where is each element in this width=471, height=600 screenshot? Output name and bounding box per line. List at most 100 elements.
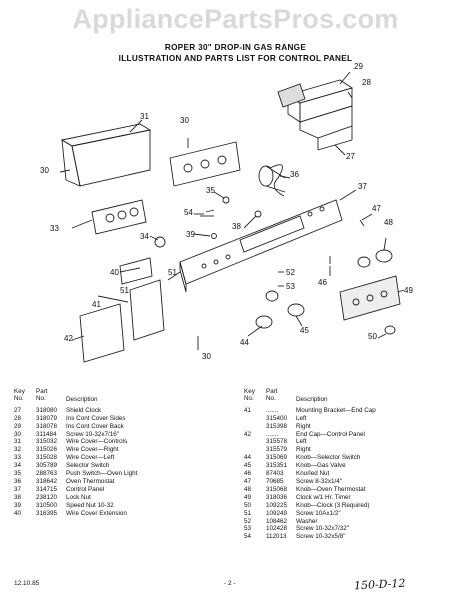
parts-cell-desc: Oven Thermostat [66,477,115,485]
wire-cover-left [91,199,147,235]
parts-cell-key: 51 [244,509,252,517]
parts-cell-part: 87403 [266,470,284,478]
parts-cell-desc: Shield Clock [66,406,101,414]
parts-cell-key: 35 [14,470,22,478]
parts-cell-desc: Knob—Oven Thermostat [296,485,366,493]
selector-switch-34 [154,236,166,248]
parts-cell-key: 45 [244,462,252,470]
parts-cell-part: 318036 [266,493,288,501]
parts-cell-part: 315026 [36,446,58,454]
parts-cell-key: 48 [244,485,252,493]
parts-cell-part: 318079 [36,414,58,422]
parts-cell-key: 42 [244,430,252,438]
parts-cell-key: 54 [244,533,252,541]
parts-cell-desc: Mounting Bracket—End Cap [296,406,376,414]
parts-cell-key: 34 [14,462,22,470]
parts-cell-part: 318642 [36,477,58,485]
parts-cell-key: 27 [14,406,22,414]
parts-cell-key: 39 [14,501,22,509]
parts-cell-key: 29 [14,422,22,430]
parts-cell-desc: Clock w/1 Hr. Timer [296,493,351,501]
parts-cell-part: ....... [266,430,279,438]
parts-cell-key [244,438,266,446]
parts-cell-key: 30 [14,430,22,438]
parts-cell-key: 46 [244,470,252,478]
parts-cell-key: 31 [14,438,22,446]
ins-cont-cover [277,79,354,151]
parts-cell-desc: Screw 10-32x7/16" [66,430,119,438]
parts-cell-desc: End Cap—Control Panel [296,430,365,438]
parts-cell-desc: Knurled Nut [296,470,330,478]
parts-cell-desc: Knob—Clock (3 Required) [296,501,370,509]
knob-selector-44 [255,315,273,329]
parts-cell-part: 315400 [266,414,288,422]
document-title: ROPER 30" DROP-IN GAS RANGE [164,43,307,52]
parts-cell-desc: Control Panel [66,485,105,493]
parts-cell-desc: Right [296,422,311,430]
parts-cell-key: 41 [244,406,252,414]
parts-cell-key: 50 [244,501,252,509]
handwritten-note: 150-D-12 [353,576,406,593]
parts-cell-desc: Knob—Gas Valve [296,462,346,470]
parts-cell-part: 315068 [266,485,288,493]
parts-cell-key [244,446,266,454]
knob-oven-thermostat-48 [375,249,393,263]
parts-cell-key: 49 [244,493,252,501]
parts-table-row: 46 87403 Knurled Nut [244,470,459,478]
parts-cell-desc: Wire Cover Extension [66,509,127,517]
oven-thermostat [258,164,286,197]
parts-cell-part: 238120 [36,493,58,501]
parts-cell-part: 102428 [266,525,288,533]
parts-cell-key: 47 [244,477,252,485]
parts-cell-key: 52 [244,517,252,525]
wire-cover-extension [119,257,153,285]
parts-cell-key: 33 [14,454,22,462]
parts-cell-part: 305789 [36,462,58,470]
parts-cell-part: 316395 [36,509,58,517]
parts-table-row: 38 238120 Lock Nut [14,494,219,502]
parts-cell-desc: Screw 10-32x7/32" [296,525,349,533]
parts-cell-key: 38 [14,493,22,501]
document-subtitle: ILLUSTRATION AND PARTS LIST FOR CONTROL … [118,54,353,63]
parts-table-row: 49 318036 Clock w/1 Hr. Timer [244,494,459,502]
parts-cell-desc: Ins Cont Cover Back [66,422,124,430]
mounting-bracket [129,279,165,341]
parts-cell-desc: Screw 8-32x1/4" [296,477,342,485]
parts-cell-part: 108462 [266,517,288,525]
watermark: AppliancePartsPros.com [72,4,399,34]
footer-page-number: - 2 - [224,580,236,587]
parts-cell-key: 40 [14,509,22,517]
parts-cell-key: 37 [14,485,22,493]
parts-cell-desc: Lock Nut [66,493,91,501]
parts-cell-part: 109249 [266,509,288,517]
parts-cell-part: 318080 [36,406,58,414]
knob-gas-valve-45 [287,303,305,317]
parts-table-row: 315398 Right [244,423,459,431]
parts-table-row: 315400 Left [244,415,459,423]
clock-49 [339,275,401,321]
parts-cell-desc: Wire Cover—Left [66,454,115,462]
parts-cell-part: 315579 [266,446,288,454]
parts-table-row: 27 318080 Shield Clock [14,407,219,415]
parts-cell-desc: Screw 10-32x5/8" [296,533,346,541]
parts-table-row: 315578 Left [244,438,459,446]
parts-cell-part: 310500 [36,501,58,509]
parts-cell-key: 32 [14,446,22,454]
parts-cell-part: ....... [266,406,279,414]
parts-table-row: 41....... Mounting Bracket—End Cap [244,407,459,415]
